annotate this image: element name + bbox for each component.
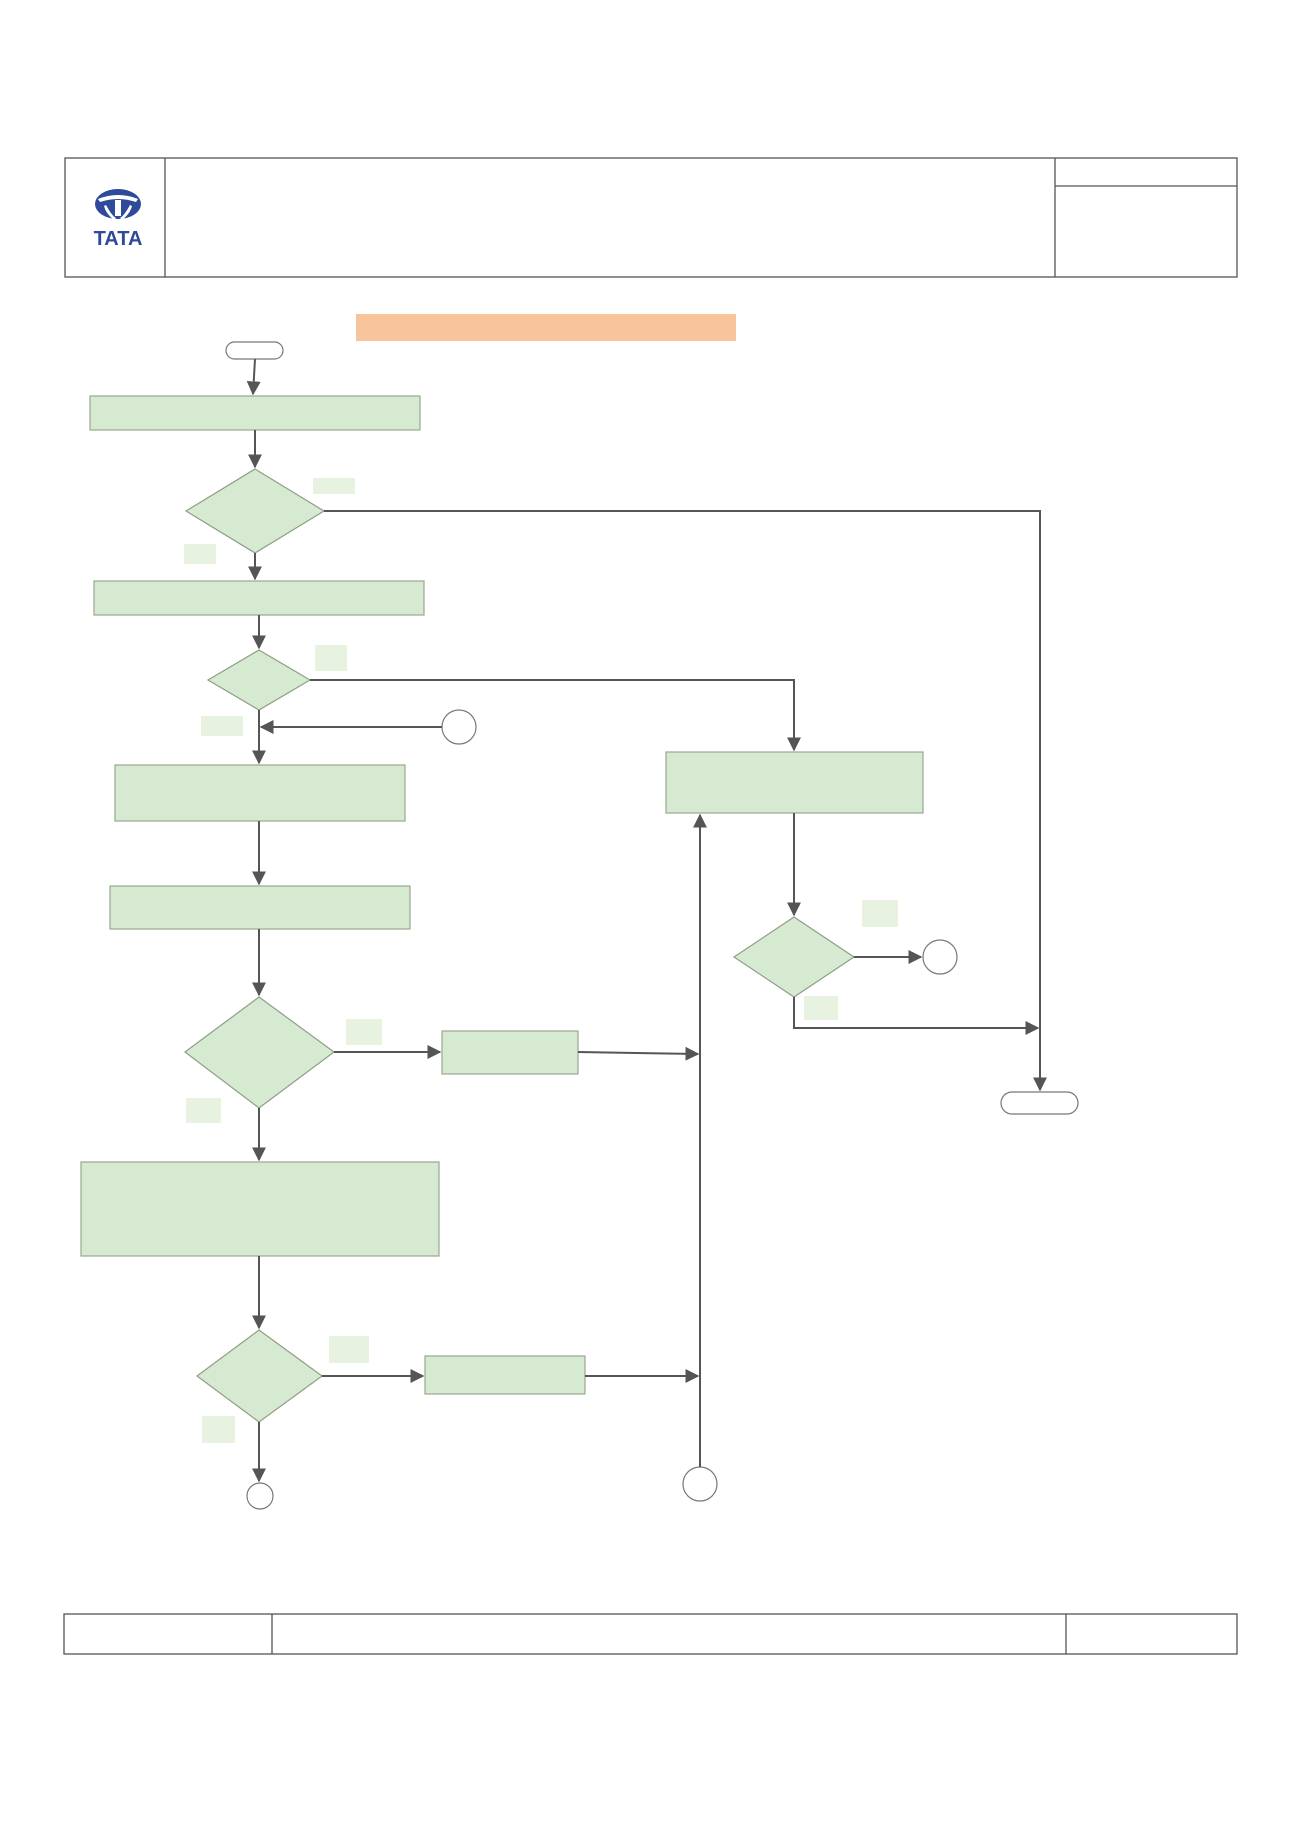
- logo-text: TATA: [94, 228, 143, 250]
- branch-label: [862, 900, 898, 927]
- connector-circle-4: [682, 1466, 718, 1502]
- decision-4: [195, 1329, 324, 1423]
- connector-circle-2: [922, 939, 958, 975]
- header-frame: [64, 157, 1238, 278]
- process-box-5: [80, 1161, 440, 1257]
- connector-circle-3: [246, 1482, 274, 1510]
- flow-edges: [246, 358, 1047, 1483]
- decision-1: [184, 468, 326, 554]
- footer-frame: [63, 1613, 1238, 1655]
- start-terminal: [225, 341, 284, 360]
- connector-circle-1: [441, 709, 477, 745]
- decision-2: [206, 649, 312, 711]
- tata-logo-icon: TATA: [94, 189, 143, 250]
- branch-label: [202, 1416, 235, 1443]
- branch-label: [313, 478, 355, 494]
- process-box-1: [89, 395, 421, 431]
- process-box-3: [114, 764, 406, 822]
- decision-3: [183, 996, 336, 1109]
- branch-label: [329, 1336, 369, 1363]
- branch-label: [315, 645, 347, 671]
- process-box-4: [109, 885, 411, 930]
- branch-label: [346, 1019, 382, 1045]
- process-box-small-1: [441, 1030, 579, 1075]
- branch-label: [186, 1098, 221, 1123]
- process-box-small-2: [424, 1355, 586, 1395]
- end-terminal: [1000, 1091, 1079, 1115]
- branch-label: [804, 996, 838, 1020]
- decision-right: [732, 916, 856, 998]
- branch-label: [201, 716, 243, 736]
- title-highlight-bar: [356, 314, 736, 341]
- branch-label: [184, 544, 216, 564]
- process-box-2: [93, 580, 425, 616]
- process-box-right: [665, 751, 924, 814]
